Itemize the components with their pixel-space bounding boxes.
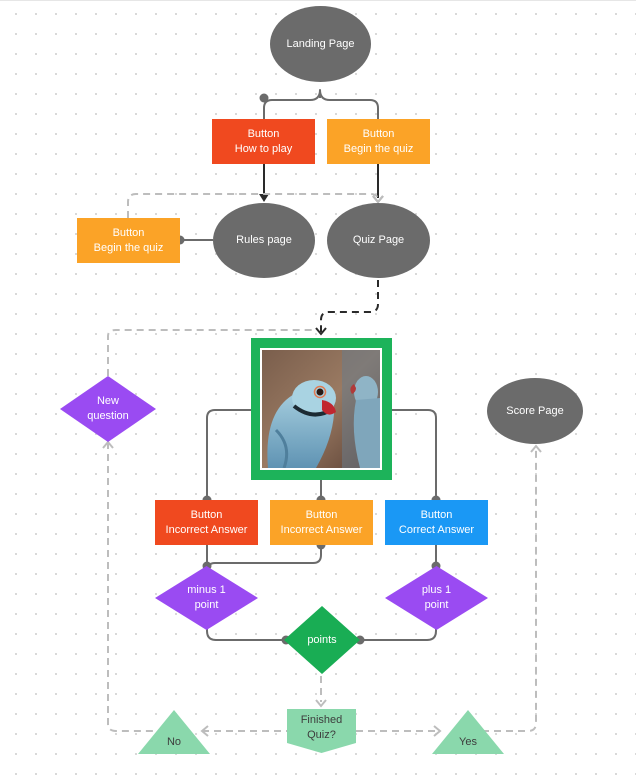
plus-point-decision[interactable]: plus 1 point <box>385 566 488 630</box>
minus-point-line2: point <box>194 599 219 611</box>
minus-point-line1: minus 1 <box>187 584 226 596</box>
question-image-frame <box>251 338 392 480</box>
rules-page-label: Rules page <box>236 234 292 246</box>
points-label: points <box>307 633 337 646</box>
correct-answer-line2: Correct Answer <box>398 523 475 536</box>
rules-begin-quiz-button-node[interactable]: Button Begin the quiz <box>77 218 180 263</box>
no-outcome[interactable]: No <box>138 710 210 754</box>
parakeet-image-icon <box>262 350 380 468</box>
new-question-decision[interactable]: New question <box>60 376 156 442</box>
incorrect-answer-1-line1: Button <box>190 508 223 521</box>
quiz-page-label: Quiz Page <box>352 234 405 246</box>
incorrect-answer-2-line1: Button <box>305 508 338 521</box>
yes-label: Yes <box>459 735 477 748</box>
score-page-node[interactable]: Score Page <box>487 378 583 444</box>
new-question-line1: New <box>96 395 119 407</box>
minus-point-decision[interactable]: minus 1 point <box>155 566 258 630</box>
new-question-line2: question <box>87 410 129 422</box>
plus-point-line1: plus 1 <box>421 584 452 596</box>
incorrect-answer-2-line2: Incorrect Answer <box>280 523 363 536</box>
begin-quiz-button-line1: Button <box>362 127 395 140</box>
correct-answer-button[interactable]: Button Correct Answer <box>385 500 488 545</box>
question-image <box>260 348 382 470</box>
finished-quiz-line2: Quiz? <box>307 729 336 741</box>
canvas-border <box>0 0 636 1</box>
incorrect-answer-button-2[interactable]: Button Incorrect Answer <box>270 500 373 545</box>
rules-page-node[interactable]: Rules page <box>213 203 315 278</box>
points-decision[interactable]: points <box>284 606 360 674</box>
landing-page-node[interactable]: Landing Page <box>270 6 371 82</box>
score-page-label: Score Page <box>506 404 564 417</box>
how-to-play-button-line1: Button <box>247 127 280 140</box>
how-to-play-button-node[interactable]: Button How to play <box>212 119 315 164</box>
finished-quiz-line1: Finished <box>300 714 343 726</box>
landing-page-label: Landing Page <box>286 37 355 50</box>
incorrect-answer-button-1[interactable]: Button Incorrect Answer <box>155 500 258 545</box>
rules-begin-quiz-button-line2: Begin the quiz <box>93 241 164 254</box>
no-label: No <box>166 735 182 748</box>
correct-answer-line1: Button <box>420 508 453 521</box>
how-to-play-button-line2: How to play <box>234 142 293 155</box>
quiz-page-node[interactable]: Quiz Page <box>327 203 430 278</box>
finished-quiz-node[interactable]: Finished Quiz? <box>287 709 356 753</box>
incorrect-answer-1-line2: Incorrect Answer <box>165 523 248 536</box>
rules-begin-quiz-button-line1: Button <box>112 226 145 239</box>
yes-outcome[interactable]: Yes <box>432 710 504 754</box>
begin-quiz-button-node[interactable]: Button Begin the quiz <box>327 119 430 164</box>
begin-quiz-button-line2: Begin the quiz <box>343 142 414 155</box>
plus-point-line2: point <box>424 599 449 611</box>
